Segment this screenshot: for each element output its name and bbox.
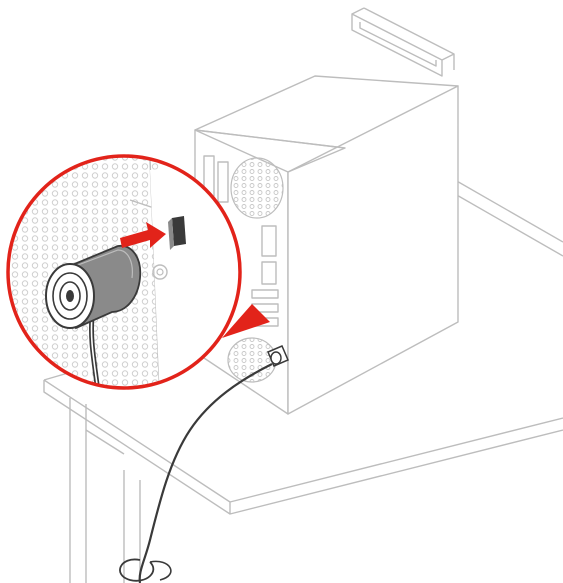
- port-block: [261, 225, 277, 257]
- desk-rail: [85, 429, 125, 455]
- tower-top-bevel: [194, 129, 346, 173]
- fan-vent-upper: [230, 157, 284, 219]
- tower-side-panel: [287, 85, 459, 415]
- desk-leg-center: [123, 470, 141, 583]
- tower-lock-head: [267, 345, 289, 367]
- cable-lock-icon: [45, 245, 142, 330]
- security-slot: [172, 216, 186, 246]
- port-block-2: [261, 261, 277, 285]
- security-cable-loop: [119, 558, 155, 582]
- callout-pointer-icon: [222, 304, 270, 338]
- port-column-2: [217, 161, 229, 203]
- security-cable-loop-2: [149, 560, 172, 581]
- desk-back-edge: [454, 179, 563, 243]
- tower-handle: [351, 7, 455, 77]
- expansion-slot-1: [251, 289, 279, 299]
- callout-ring: [6, 154, 242, 390]
- desk-back-edge-2: [454, 193, 563, 257]
- tower-handle-inner: [359, 22, 437, 67]
- magnified-callout: [6, 154, 242, 390]
- insert-arrow-icon: [120, 222, 166, 248]
- desk-leg-left: [69, 398, 87, 583]
- callout-screw: [152, 264, 168, 280]
- security-cable: [138, 363, 273, 583]
